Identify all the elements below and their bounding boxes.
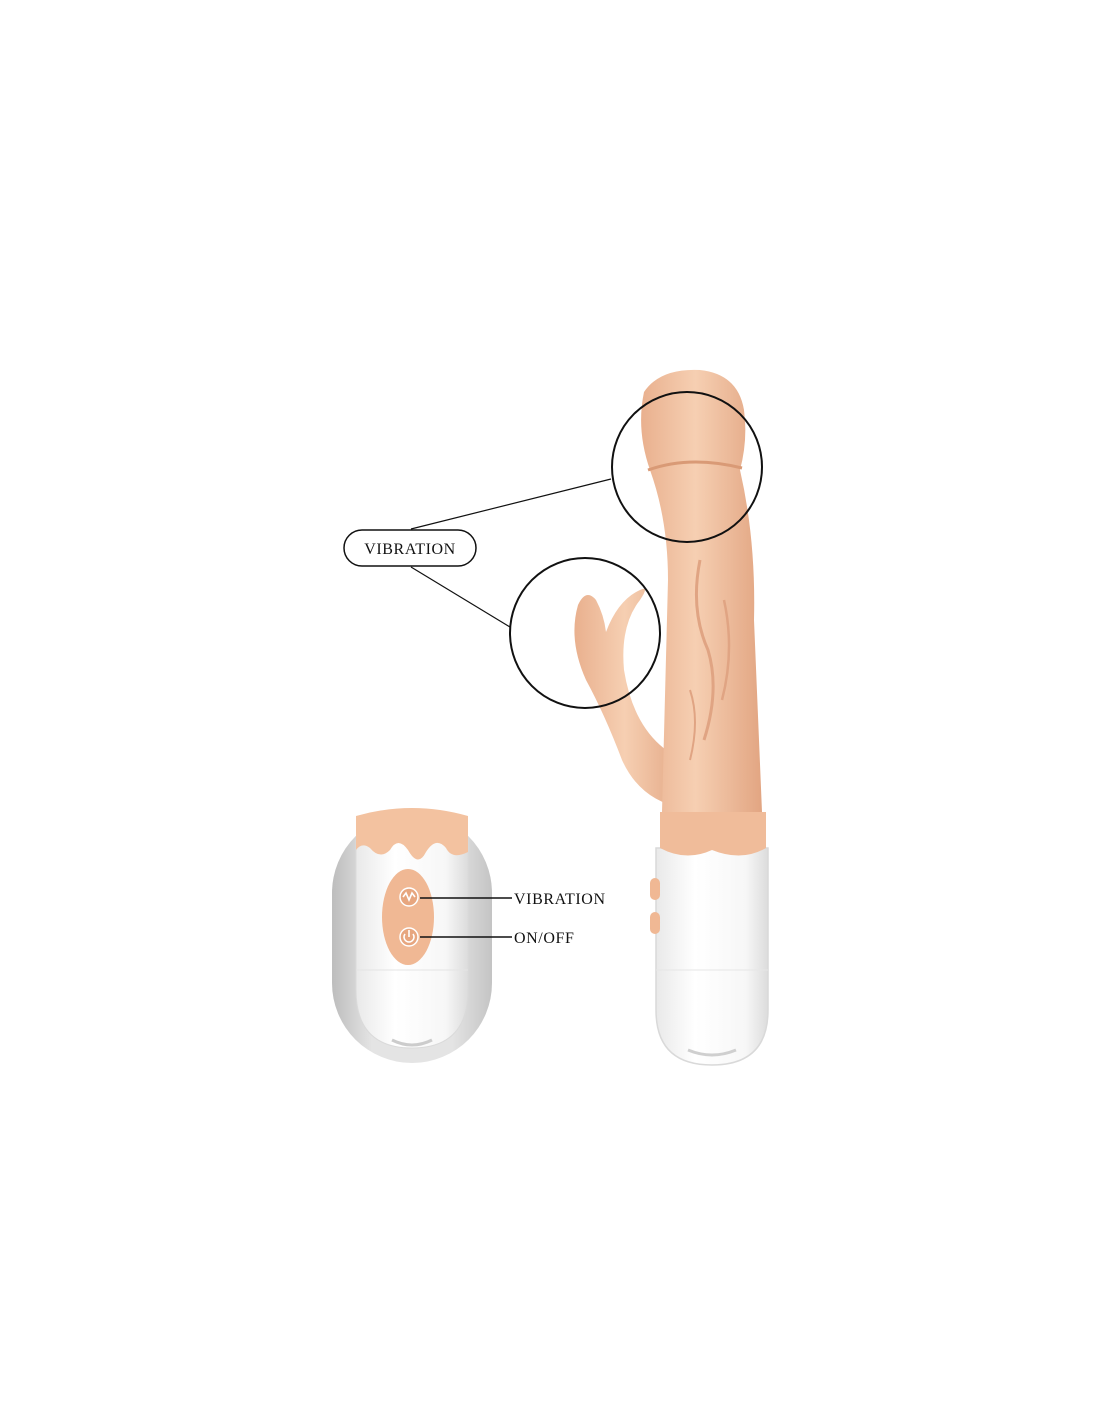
callout-circle-tip	[611, 391, 763, 543]
rabbit-arm	[574, 588, 686, 808]
white-handle	[655, 847, 769, 1066]
flesh-collar	[660, 812, 766, 856]
remote-flesh-cap	[356, 808, 468, 860]
remote-onoff-label: ON/OFF	[514, 930, 575, 947]
side-button-lower	[650, 912, 660, 934]
wave-icon[interactable]	[399, 887, 419, 907]
leader-line-rabbit	[410, 566, 511, 628]
side-button-upper	[650, 878, 660, 900]
product-body	[574, 369, 769, 1066]
main-shaft	[641, 369, 762, 812]
remote-button-panel	[382, 869, 434, 965]
vibration-callout-label: VIBRATION	[364, 541, 456, 558]
remote-vibration-label: VIBRATION	[514, 891, 606, 908]
callout-circle-rabbit	[509, 557, 661, 709]
power-icon[interactable]	[399, 927, 419, 947]
remote-closeup	[332, 808, 492, 1063]
vibration-callout-pill	[343, 529, 477, 567]
leader-line-tip	[410, 478, 612, 530]
